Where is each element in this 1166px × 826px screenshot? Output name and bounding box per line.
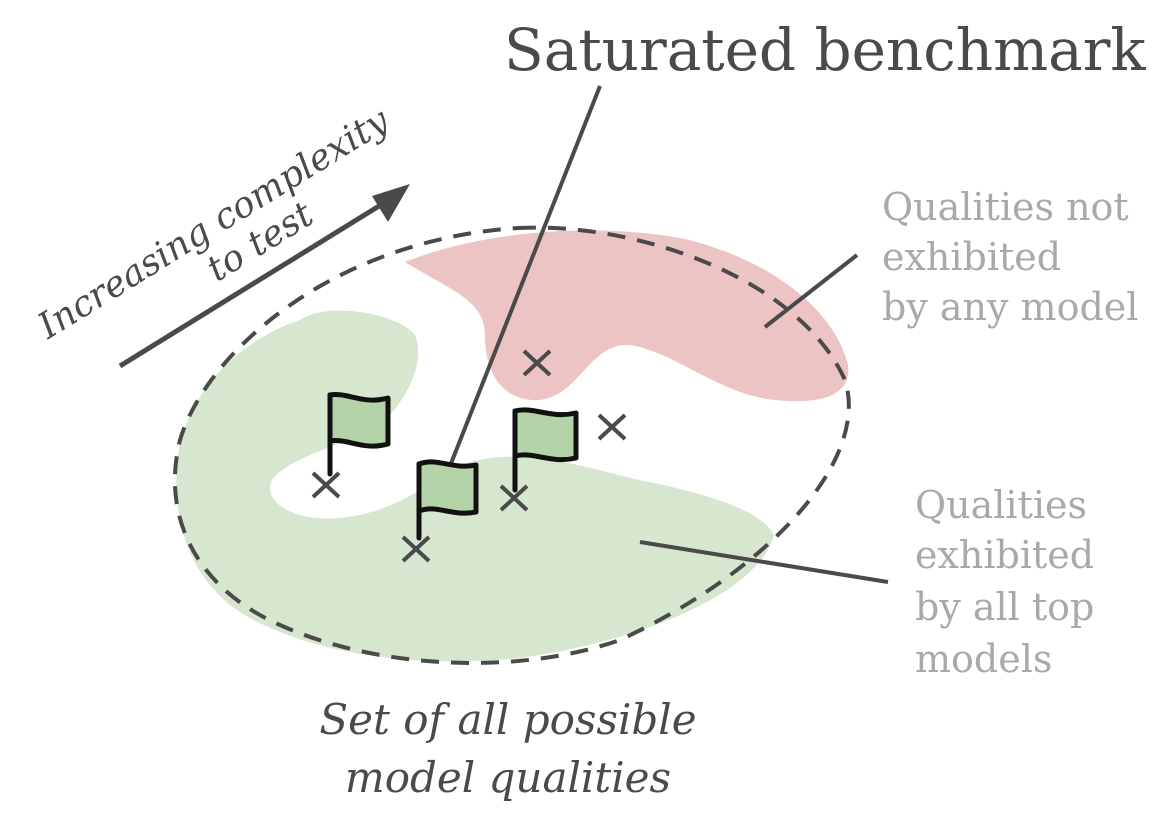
not-exhibited-label-line1: Qualities not	[882, 185, 1129, 229]
exhibited-label-line4: models	[915, 637, 1052, 681]
x-mark-icon	[401, 535, 431, 563]
exhibited-label-line1: Qualities	[915, 483, 1087, 527]
set-boundary	[172, 225, 851, 665]
complexity-arrow-head	[372, 184, 410, 222]
not-exhibited-label-line2: exhibited	[882, 235, 1061, 279]
caption-line1: Set of all possible	[319, 695, 696, 744]
flag-icon	[416, 459, 479, 541]
title: Saturated benchmark	[504, 16, 1146, 84]
x-mark-icon	[522, 349, 552, 377]
flag-icon	[512, 407, 579, 493]
flag-icon	[327, 392, 391, 477]
exhibited-pointer-line	[639, 540, 889, 584]
x-mark-icon	[499, 484, 529, 512]
not-exhibited-label-line3: by any model	[882, 285, 1138, 329]
x-mark-icon	[311, 471, 341, 499]
complexity-arrow-line	[118, 195, 394, 369]
caption-line2: model qualities	[345, 753, 671, 802]
not-exhibited-pointer-line	[763, 253, 859, 329]
not-exhibited-region	[405, 230, 849, 402]
exhibited-label-line2: exhibited	[915, 533, 1094, 577]
x-mark-icon	[597, 413, 627, 441]
title-pointer-line	[448, 85, 602, 467]
exhibited-label-line3: by all top	[915, 585, 1094, 629]
